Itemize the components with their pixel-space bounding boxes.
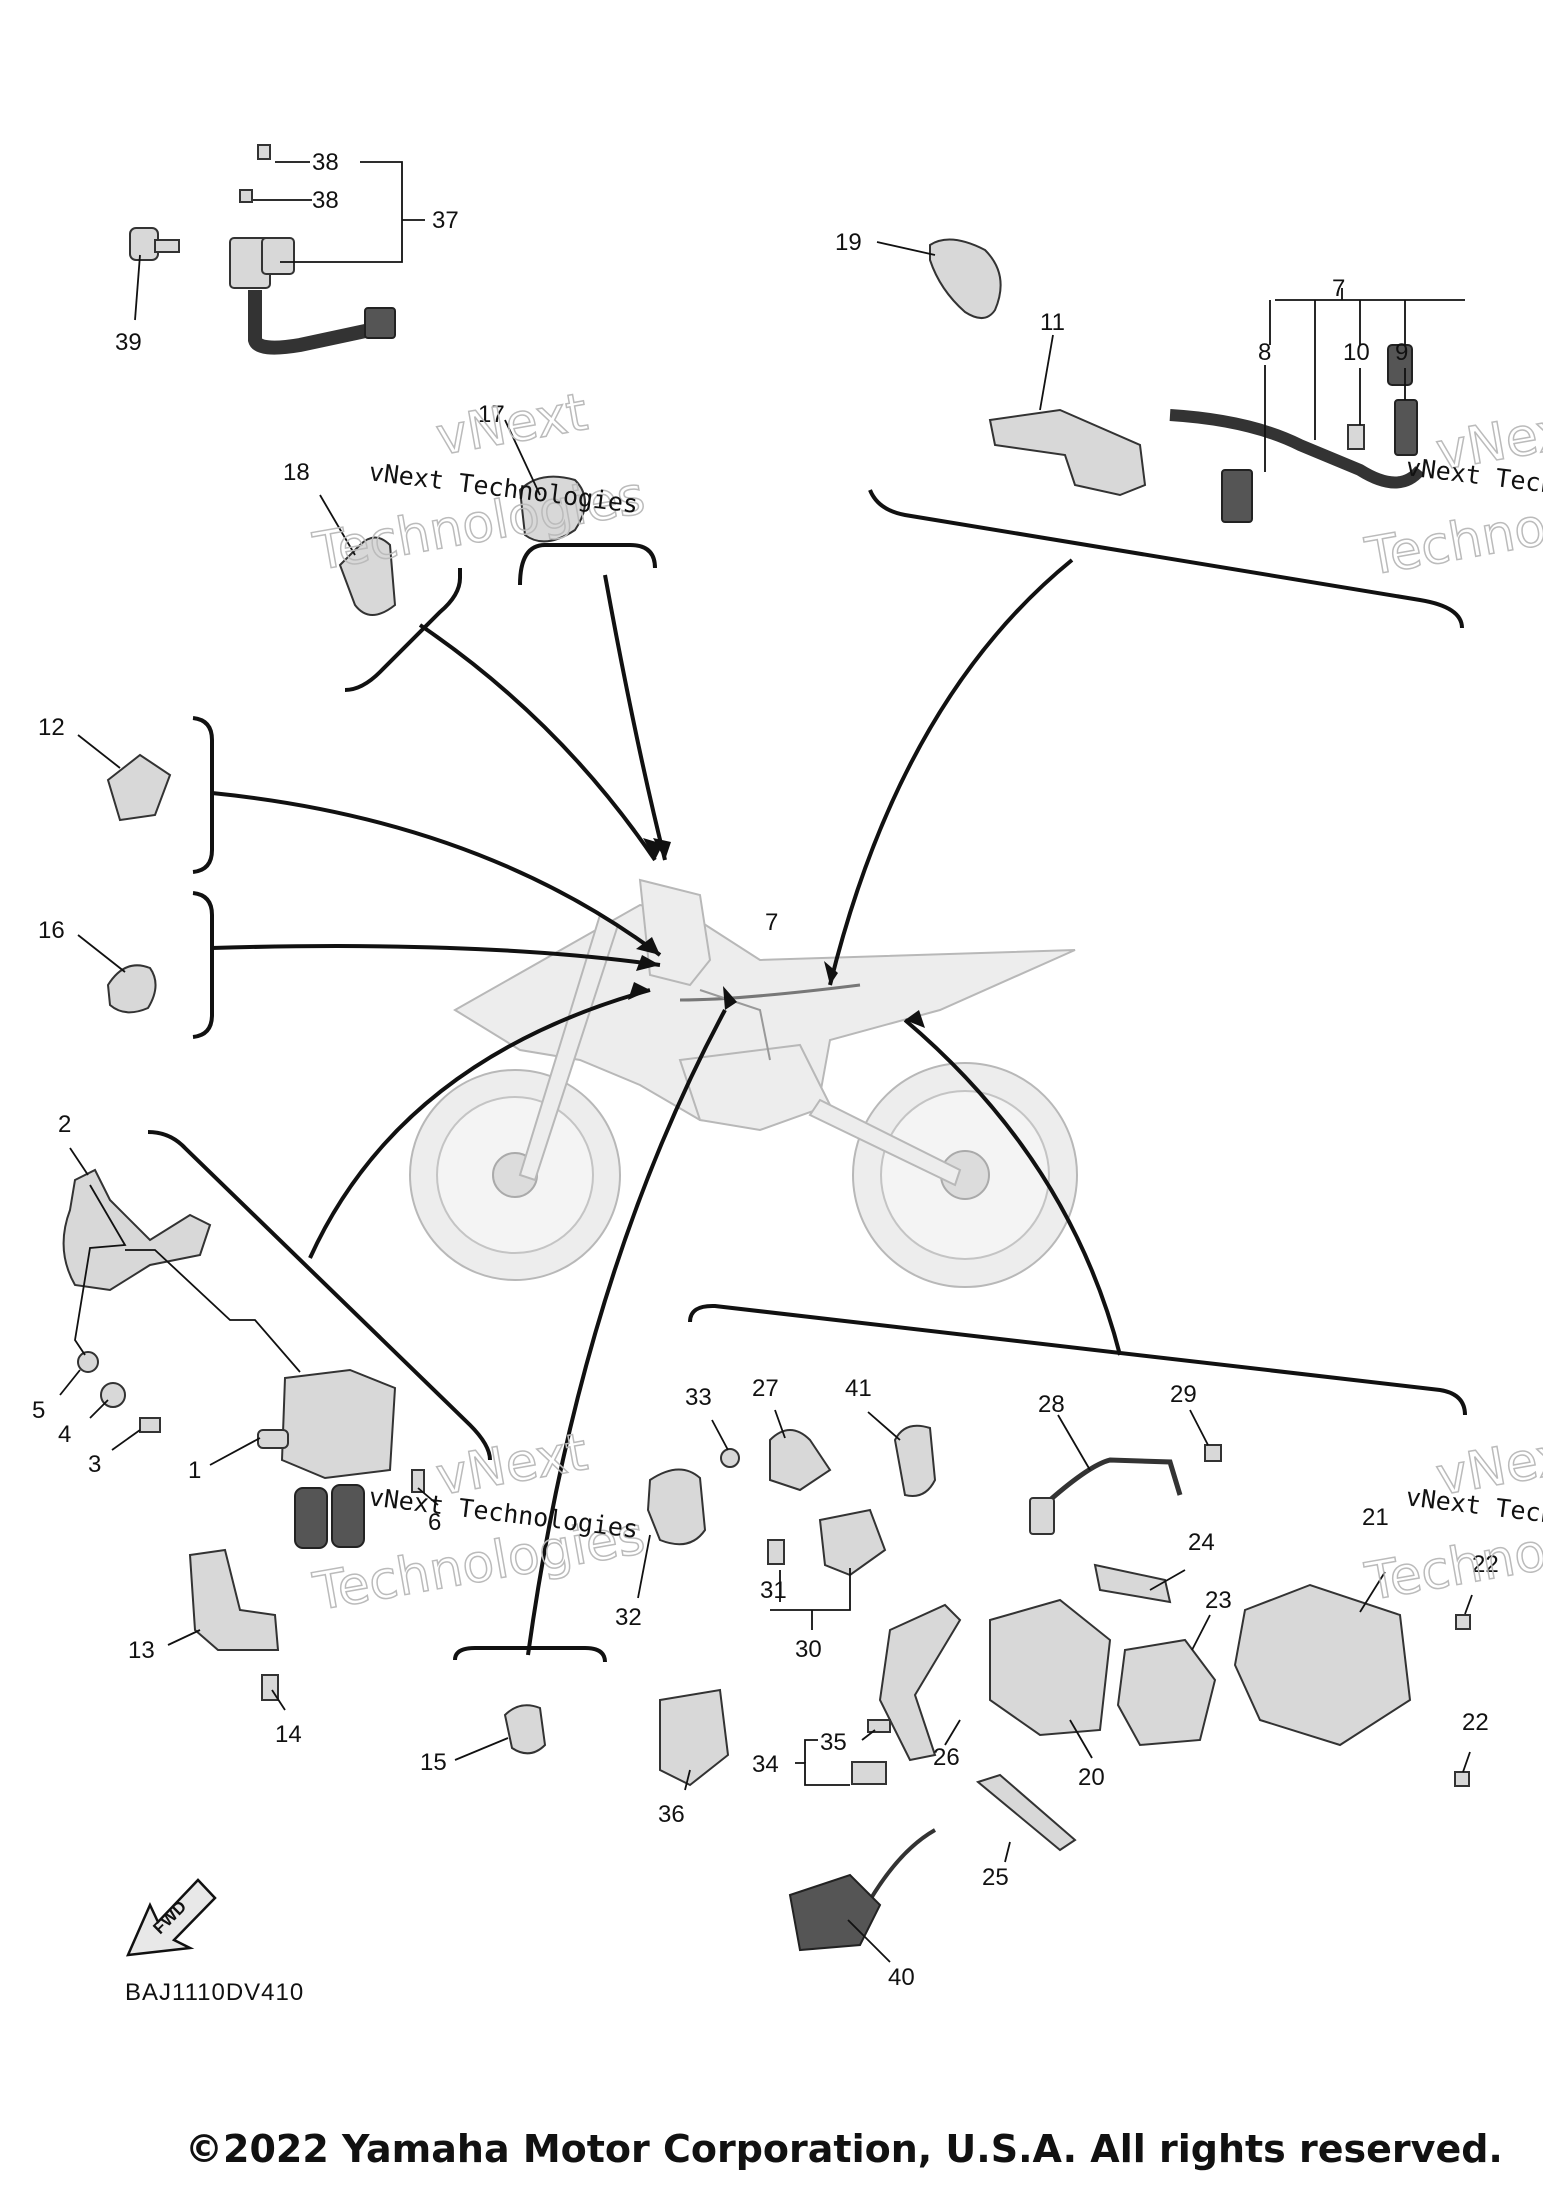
part-30-fuse-box — [818, 1508, 887, 1577]
callout-18: 18 — [283, 459, 310, 486]
part-2-bracket — [62, 1168, 212, 1292]
part-5-nut — [77, 1351, 99, 1373]
part-37-harness — [229, 144, 396, 355]
callout-13: 13 — [128, 1637, 155, 1664]
part-24-pad — [1093, 1563, 1172, 1604]
part-21-battery-tray — [1233, 1583, 1412, 1747]
callout-6: 6 — [428, 1509, 441, 1536]
callout-23: 23 — [1205, 1587, 1232, 1614]
part-3-bolt — [139, 1417, 161, 1433]
part-28-lead — [1029, 1457, 1183, 1535]
callout-35: 35 — [820, 1729, 847, 1756]
part-35-fuse — [867, 1719, 891, 1733]
callout-29: 29 — [1170, 1381, 1197, 1408]
part-27-bracket — [769, 1429, 832, 1492]
callout-38-a: 38 — [312, 149, 339, 176]
callout-21: 21 — [1362, 1504, 1389, 1531]
svg-text:vNext: vNext — [432, 382, 592, 467]
part-12-connector — [106, 753, 172, 822]
callout-17: 17 — [478, 401, 505, 428]
leader-lines — [59, 161, 1473, 1963]
callout-31: 31 — [760, 1577, 787, 1604]
callout-26: 26 — [933, 1744, 960, 1771]
callout-2: 2 — [58, 1111, 71, 1138]
callout-22-b: 22 — [1462, 1709, 1489, 1736]
callout-5: 5 — [32, 1397, 45, 1424]
parts — [62, 144, 1471, 1952]
part-17-band — [518, 475, 586, 543]
part-32-coupler — [646, 1468, 707, 1546]
callout-39: 39 — [115, 329, 142, 356]
callout-25: 25 — [982, 1864, 1009, 1891]
callout-3: 3 — [88, 1451, 101, 1478]
diagram-code: BAJ1110DV410 — [125, 1979, 304, 2006]
callout-1: 1 — [188, 1457, 201, 1484]
callout-40: 40 — [888, 1964, 915, 1991]
callout-24: 24 — [1188, 1529, 1215, 1556]
callout-14: 14 — [275, 1721, 302, 1748]
callout-32: 32 — [615, 1604, 642, 1631]
forward-arrow-icon: FWD — [125, 1878, 217, 1957]
part-29-bolt — [1204, 1444, 1222, 1462]
part-23-pad — [1116, 1638, 1217, 1747]
callout-7-center: 7 — [765, 909, 778, 936]
part-33-nut — [720, 1448, 740, 1468]
callout-16: 16 — [38, 917, 65, 944]
watermark-top-center: vNext Technologies vNext Technologies — [308, 382, 650, 584]
part-20-battery-case — [989, 1598, 1112, 1737]
part-19-band — [929, 238, 1002, 319]
callout-30: 30 — [795, 1636, 822, 1663]
callout-12: 12 — [38, 714, 65, 741]
callout-27: 27 — [752, 1375, 779, 1402]
part-41-band — [893, 1424, 937, 1497]
part-31-fuse — [767, 1539, 785, 1565]
callout-8: 8 — [1258, 339, 1271, 366]
part-18-band — [338, 536, 397, 616]
callout-19: 19 — [835, 229, 862, 256]
callout-20: 20 — [1078, 1764, 1105, 1791]
part-1-rectifier — [257, 1368, 397, 1549]
part-16-sensor — [106, 964, 157, 1014]
part-36-relay — [659, 1688, 730, 1787]
callout-11: 11 — [1040, 309, 1065, 336]
part-22-bolt-a — [1455, 1614, 1471, 1630]
callout-9: 9 — [1395, 339, 1408, 366]
callout-10: 10 — [1343, 339, 1370, 366]
part-25-pad — [975, 1773, 1077, 1852]
part-22-bolt-b — [1454, 1771, 1470, 1787]
callout-36: 36 — [658, 1801, 685, 1828]
part-11-cover — [988, 408, 1147, 497]
callout-15: 15 — [420, 1749, 447, 1776]
motorcycle-illustration — [409, 878, 1078, 1288]
part-34-fuse-holder — [851, 1761, 887, 1785]
callout-37: 37 — [432, 207, 459, 234]
part-39-key — [129, 227, 180, 261]
part-6-bolt — [411, 1469, 425, 1493]
part-26-bracket — [878, 1603, 962, 1762]
part-15-sensor — [503, 1704, 547, 1755]
callout-38-b: 38 — [312, 187, 339, 214]
callout-33: 33 — [685, 1384, 712, 1411]
part-40-sensor — [788, 1828, 936, 1952]
callout-34: 34 — [752, 1751, 779, 1778]
callout-28: 28 — [1038, 1391, 1065, 1418]
part-7-wire-harness — [1169, 344, 1425, 523]
callout-41: 41 — [845, 1375, 872, 1402]
callout-22-a: 22 — [1472, 1551, 1499, 1578]
callout-4: 4 — [58, 1421, 71, 1448]
callout-labels: 38 38 37 39 18 17 19 11 7 8 10 9 12 16 7… — [32, 149, 1499, 1991]
callout-7-top: 7 — [1332, 275, 1345, 302]
leader-arrows — [211, 558, 1122, 1656]
copyright-notice: ©2022 Yamaha Motor Corporation, U.S.A. A… — [185, 2127, 1503, 2171]
part-13-bracket — [188, 1548, 280, 1651]
group-brackets — [147, 489, 1467, 1663]
watermark-top-right: vNext Technologies vNext Technologies — [1360, 397, 1543, 589]
